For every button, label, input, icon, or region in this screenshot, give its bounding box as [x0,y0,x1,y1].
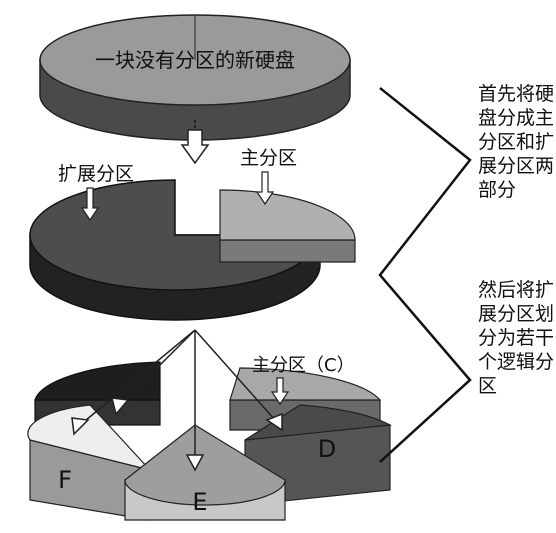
step1-text: 首先将硬盘分成主分区和扩展分区两部分 [478,83,555,201]
primary-c-label: 主分区（C） [252,355,355,376]
extended-partition-label: 扩展分区 [58,163,134,185]
down-arrow-icon [180,120,210,165]
primary-partition-wedge [219,189,356,263]
primary-partition-label: 主分区 [240,147,297,169]
drive-d-label: D [318,435,336,463]
step-brace [378,87,472,463]
extended-pointer-icon [80,187,100,222]
step2-text: 然后将扩展分区划分为若干个逻辑分区 [478,279,555,397]
unpartitioned-disk [39,14,351,141]
drive-e-label: E [192,488,207,516]
split-arrows [71,329,283,472]
drive-f-label: F [58,466,72,494]
primary-pointer-icon [255,171,275,206]
primary-c-pointer-icon [270,377,290,406]
unpartitioned-disk-label: 一块没有分区的新硬盘 [95,48,295,72]
drive-e-sector [124,424,286,521]
